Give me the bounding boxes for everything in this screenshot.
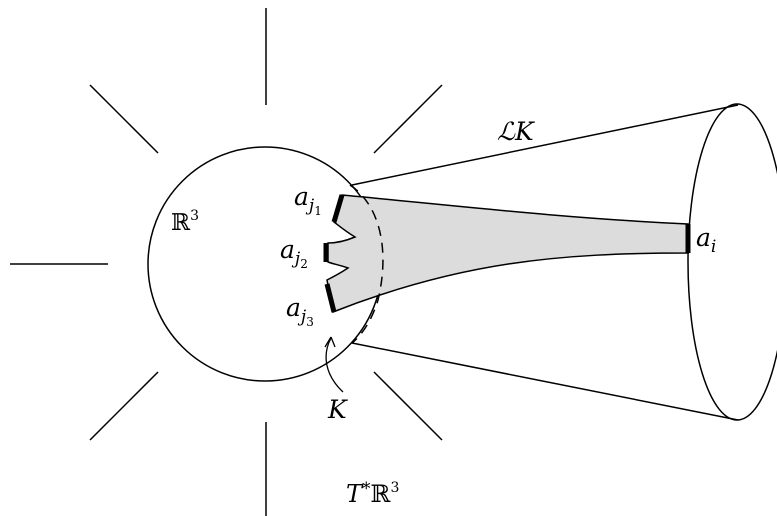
cone-end-ellipse xyxy=(687,103,777,421)
chord-a-j1 xyxy=(331,194,345,223)
knot-arrowhead xyxy=(324,336,336,348)
cone-bottom-edge xyxy=(351,342,739,421)
label-knot-k: K xyxy=(327,395,348,424)
ray-lower-right xyxy=(373,371,443,441)
label-a-i: ai xyxy=(696,223,716,257)
label-a-j2: aj2 xyxy=(280,235,308,271)
ray-lower-left xyxy=(89,371,159,441)
label-a-j1: aj1 xyxy=(294,182,322,218)
chord-a-j3 xyxy=(324,283,337,313)
knot-arrow xyxy=(325,337,344,393)
label-r3: ℝ3 xyxy=(171,208,199,236)
knot-dashed-curve xyxy=(349,184,384,344)
ray-upper-right xyxy=(373,84,443,154)
boundary-chords xyxy=(323,194,691,313)
label-a-j3: aj3 xyxy=(286,293,314,329)
ray-upper-left xyxy=(89,84,159,154)
label-lk: ℒK xyxy=(497,117,535,146)
radiating-lines xyxy=(10,8,443,516)
shaded-disk xyxy=(326,194,689,314)
label-cotangent-bundle: T*ℝ3 xyxy=(346,479,399,508)
cone-top-edge xyxy=(351,104,739,186)
